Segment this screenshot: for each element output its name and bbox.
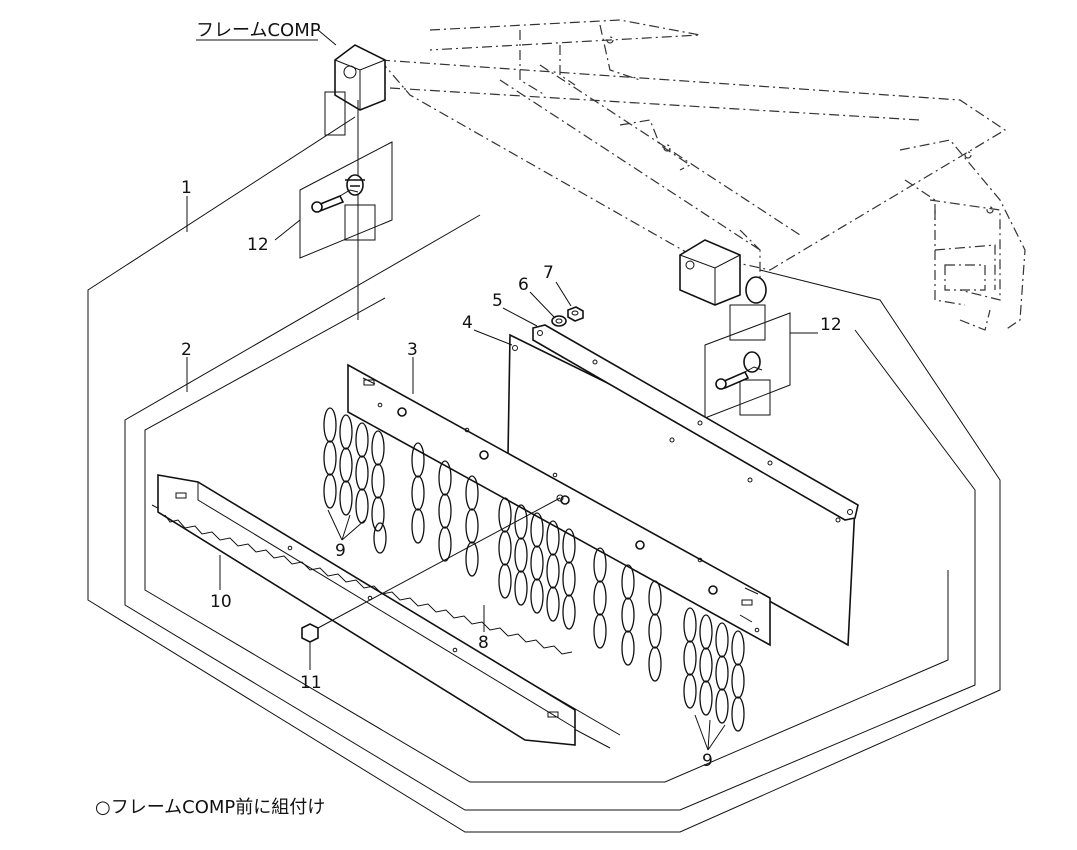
callout-8: 8 <box>478 633 489 653</box>
part-6-washer <box>551 315 567 327</box>
part-10-front-bar <box>157 474 576 746</box>
callout-12-left: 12 <box>247 235 269 255</box>
callout-3: 3 <box>407 340 418 360</box>
part-7-nut <box>567 306 584 322</box>
group-outline-2 <box>124 214 976 811</box>
callout-4: 4 <box>462 313 473 333</box>
callout-1: 1 <box>181 178 192 198</box>
part-11-bolt <box>301 494 564 668</box>
callout-7: 7 <box>543 263 554 283</box>
leader-lines <box>186 29 818 751</box>
frame-right-bracket <box>679 239 741 306</box>
assembly-note: ○フレームCOMP前に組付け <box>95 797 325 818</box>
callout-12-right: 12 <box>820 315 842 335</box>
callout-6: 6 <box>518 275 529 295</box>
callout-2: 2 <box>181 340 192 360</box>
part-5-strip <box>532 324 859 521</box>
group-outline-1 <box>87 116 1001 833</box>
frame-comp-label: フレームCOMP <box>196 20 321 41</box>
part-9-chains <box>323 407 745 732</box>
shackle-assembly-left <box>299 91 393 320</box>
callout-9-right: 9 <box>702 751 713 771</box>
callout-5: 5 <box>492 291 503 311</box>
group-outline-inner <box>144 297 949 783</box>
callout-10: 10 <box>210 592 232 612</box>
part-3-plate <box>347 363 771 647</box>
frame-comp-phantom <box>379 19 1026 331</box>
callout-9-left: 9 <box>335 541 346 561</box>
shackle-assembly-right <box>704 276 791 419</box>
frame-left-bracket <box>334 44 386 111</box>
callout-11: 11 <box>300 673 322 693</box>
